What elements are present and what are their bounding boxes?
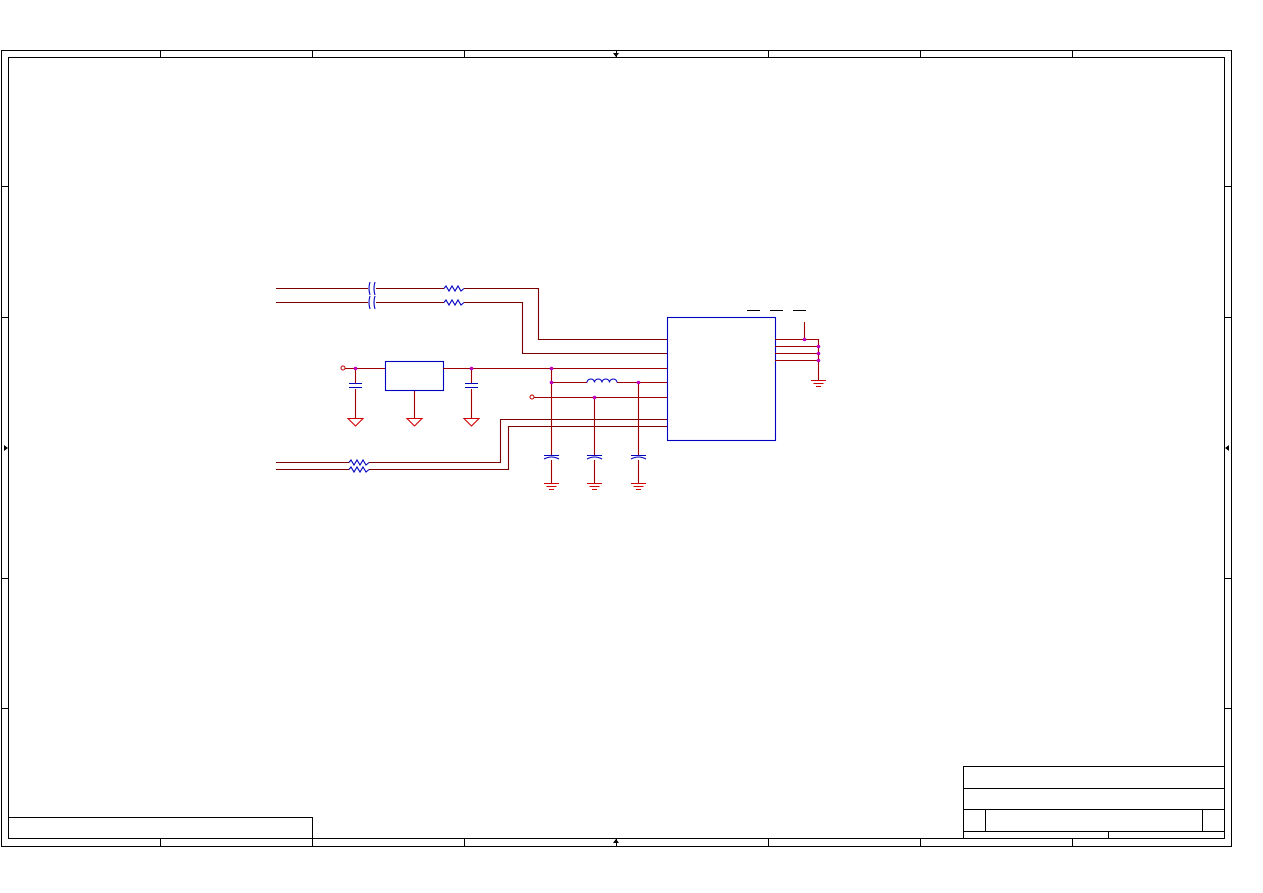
zone-ticks-left — [1, 186, 8, 709]
resistor-icon — [443, 284, 465, 293]
ground-icon — [811, 379, 826, 388]
regulator-block — [384, 360, 445, 392]
zone-ticks-bottom — [160, 839, 1073, 846]
resistor-icon — [348, 458, 370, 467]
center-arrow-top-icon — [613, 53, 619, 57]
regulator-section — [340, 360, 667, 427]
zone-ticks-right — [1225, 186, 1232, 709]
center-arrow-right-icon — [1225, 445, 1229, 451]
power-port-icon — [529, 394, 535, 400]
circuit — [276, 281, 826, 491]
capacitor-icon — [465, 382, 478, 389]
capacitor-icon — [630, 454, 647, 491]
inductor-icon — [586, 378, 618, 383]
center-arrow-left-icon — [4, 445, 8, 451]
capacitor-icon — [349, 382, 362, 389]
revision-box — [8, 817, 313, 839]
decoupling-section — [529, 366, 667, 491]
center-arrow-bottom-icon — [613, 839, 619, 843]
lower-signal-pair — [276, 418, 667, 474]
upper-signal-pair — [276, 281, 667, 355]
title-block — [963, 766, 1225, 839]
ground-icon — [462, 417, 481, 427]
resistor-icon — [443, 298, 465, 307]
capacitor-icon — [586, 454, 603, 491]
ground-icon — [346, 417, 365, 427]
ic-ground-strap — [747, 310, 826, 388]
main-ic-block — [666, 316, 777, 442]
series-capacitor-icon — [368, 281, 376, 310]
ground-icon — [405, 417, 424, 427]
sheet-border — [1, 50, 1232, 847]
capacitor-icon — [543, 454, 560, 491]
resistor-icon — [348, 465, 370, 474]
power-port-icon — [340, 365, 346, 371]
zone-ticks-top — [160, 50, 1073, 57]
